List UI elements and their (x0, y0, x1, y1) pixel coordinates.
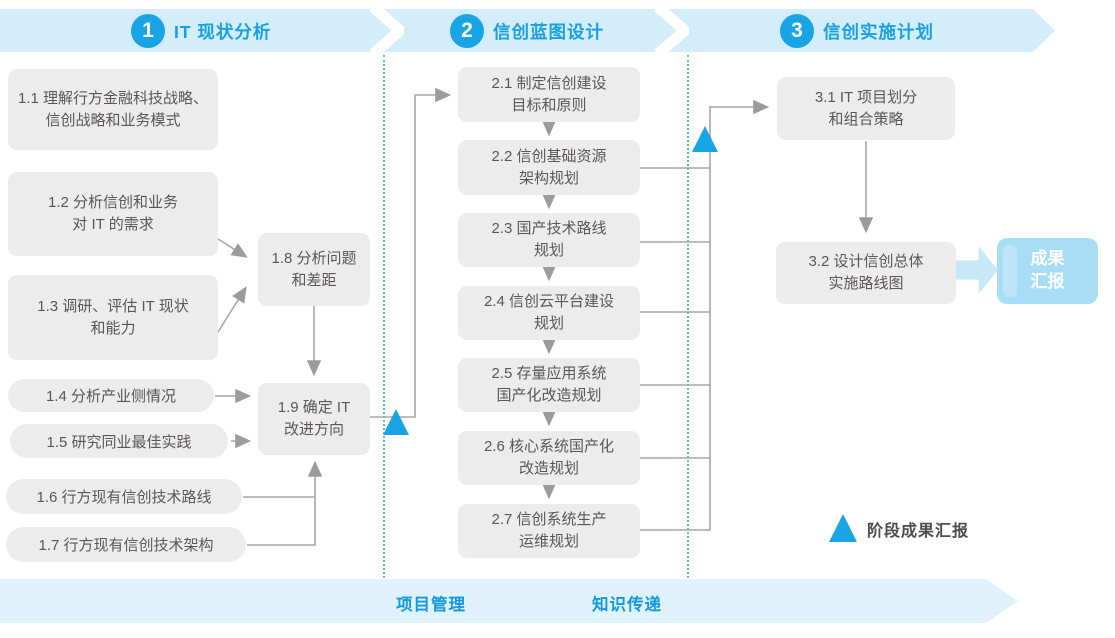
result-box-highlight (1003, 245, 1017, 297)
node-1-5: 1.5 研究同业最佳实践 (10, 424, 228, 458)
milestone-triangle-phase2-icon (692, 126, 718, 152)
node-2-6: 2.6 核心系统国产化改造规划 (458, 431, 640, 485)
legend-label: 阶段成果汇报 (867, 523, 970, 540)
node-1-6: 1.6 行方现有信创技术路线 (6, 479, 242, 514)
legend-triangle-icon (829, 514, 857, 542)
node-3-2: 3.2 设计信创总体实施路线图 (776, 242, 956, 304)
node-1-2: 1.2 分析信创和业务对 IT 的需求 (8, 172, 218, 256)
node-1-4: 1.4 分析产业侧情况 (8, 379, 214, 412)
node-3-1: 3.1 IT 项目划分和组合策略 (777, 77, 955, 140)
node-1-8: 1.8 分析问题和差距 (258, 233, 370, 306)
node-2-5: 2.5 存量应用系统国产化改造规划 (458, 358, 640, 412)
node-2-7: 2.7 信创系统生产运维规划 (458, 504, 640, 558)
phase-divider-2 (687, 55, 689, 578)
node-1-1: 1.1 理解行方金融科技战略、信创战略和业务模式 (8, 69, 218, 150)
node-2-4: 2.4 信创云平台建设规划 (458, 286, 640, 340)
phase-2-number-badge: 2 (450, 14, 484, 48)
phase-header-band (0, 9, 1055, 52)
node-2-3: 2.3 国产技术路线规划 (458, 213, 640, 267)
footer-band (0, 579, 1018, 623)
node-2-2: 2.2 信创基础资源架构规划 (458, 140, 640, 195)
phase-2-title: 信创蓝图设计 (493, 21, 604, 42)
phase-1-number-badge: 1 (131, 14, 165, 48)
phase-divider-1 (383, 55, 385, 578)
node-1-3: 1.3 调研、评估 IT 现状和能力 (8, 275, 218, 360)
node-1-7: 1.7 行方现有信创技术架构 (6, 527, 246, 562)
milestone-triangle-phase1-icon (383, 409, 409, 435)
phase-1-title: IT 现状分析 (174, 21, 272, 42)
phase-3-title: 信创实施计划 (823, 21, 934, 42)
result-arrow (955, 246, 998, 294)
phase-1-header: 1 IT 现状分析 (131, 14, 271, 48)
phase-3-header: 3 信创实施计划 (780, 14, 934, 48)
phase-3-number-badge: 3 (780, 14, 814, 48)
node-2-1: 2.1 制定信创建设目标和原则 (458, 67, 640, 122)
phase-2-header: 2 信创蓝图设计 (450, 14, 604, 48)
band-chevron-divider-1 (370, 9, 404, 52)
footer-label-project-management: 项目管理 (396, 596, 466, 614)
footer-label-knowledge-transfer: 知识传递 (592, 596, 662, 614)
band-chevron-divider-2 (655, 9, 689, 52)
result-box: 成果 汇报 (997, 238, 1098, 304)
